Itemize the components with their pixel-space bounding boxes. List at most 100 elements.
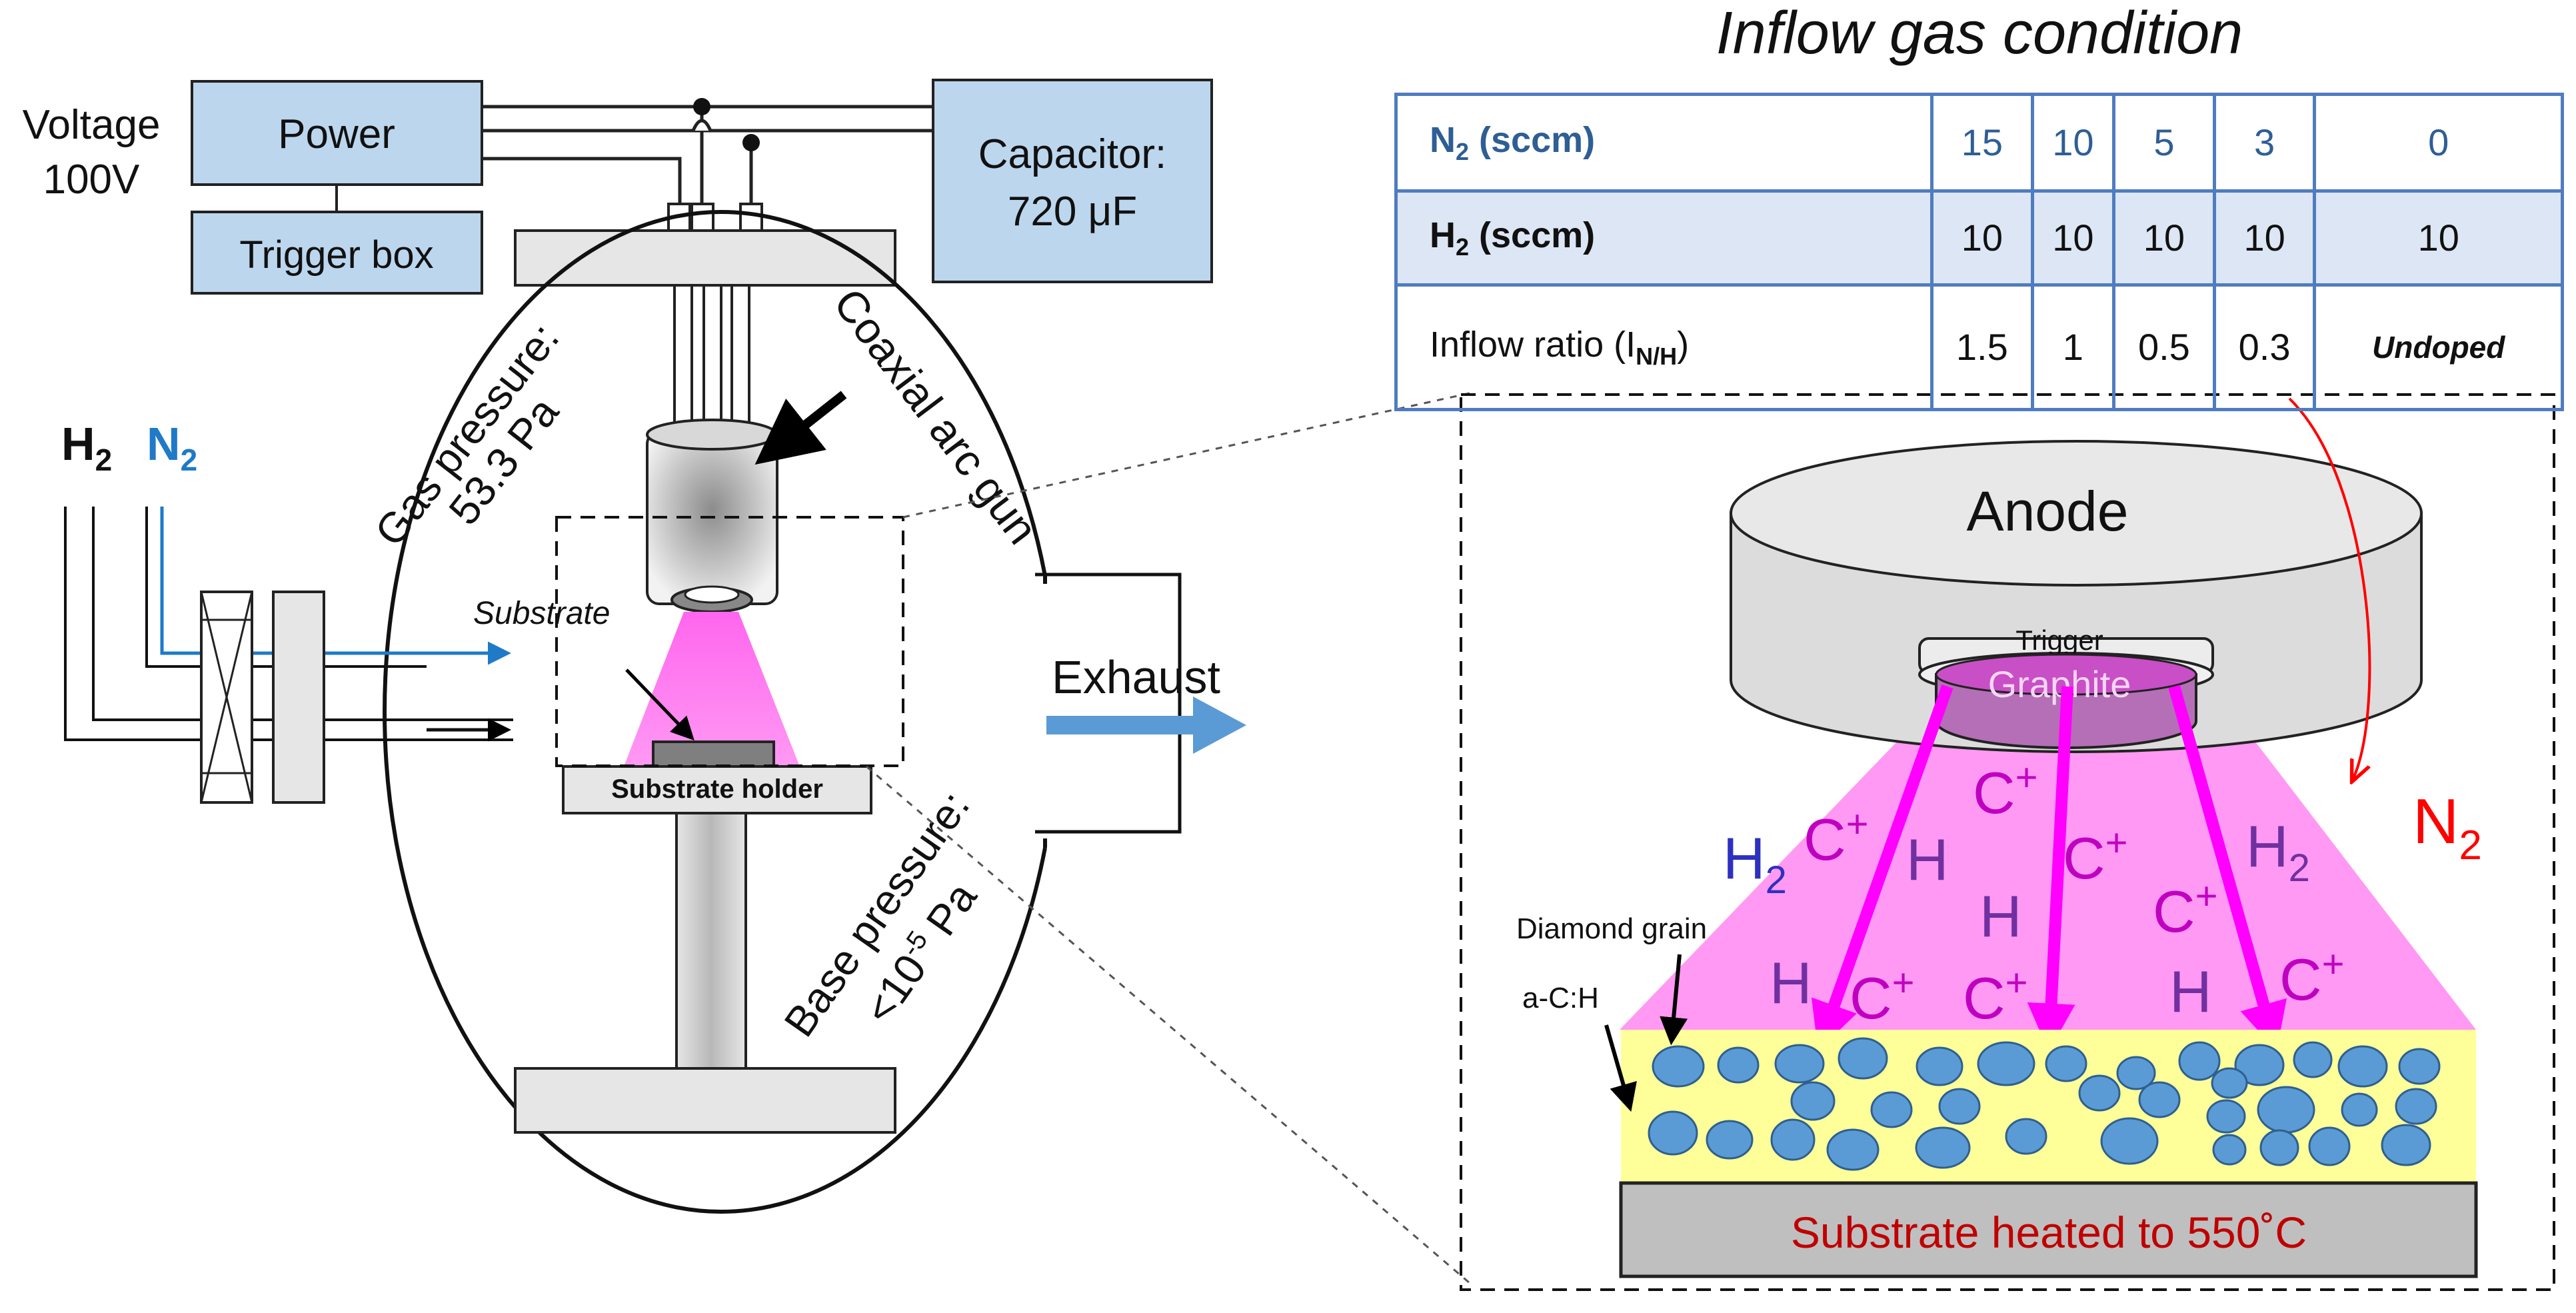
diamond-grain (2178, 1041, 2221, 1081)
substrate-heated-label: Substrate heated to 550˚C (1791, 1208, 2307, 1257)
row-header-h2: H2 (sccm) (1394, 189, 1933, 287)
table-cell: 10 (2030, 189, 2116, 287)
table-cell: 1 (2030, 283, 2116, 412)
capacitor-box (932, 79, 1213, 283)
species-h2-left: H2 (1723, 825, 1787, 902)
diamond-grain (2100, 1117, 2159, 1165)
substrate-holder-label: Substrate holder (611, 774, 823, 804)
diamond-grain (2398, 1048, 2441, 1085)
diamond-grain (2206, 1099, 2246, 1134)
diamond-grain-label: Diamond grain (1516, 912, 1707, 945)
bottom-flange (514, 1067, 896, 1134)
row-header-n2: N2 (sccm) (1394, 93, 1933, 193)
voltage-label: Voltage (23, 102, 161, 148)
row-header-inflow-ratio: Inflow ratio (IN/H) (1394, 283, 1933, 412)
capacitor-value: 720 μF (1008, 189, 1137, 235)
vacuum-chamber: Gas pressure: 53.3 Pa Coaxial arc gun Su… (365, 210, 1182, 1214)
exhaust-arrow (1193, 696, 1246, 754)
diamond-grain (1916, 1046, 1963, 1086)
table-cell: 15 (1930, 93, 2034, 193)
species-c-plus-1: C+ (1804, 802, 1868, 872)
diamond-grain (2234, 1044, 2285, 1086)
diamond-grain (2293, 1041, 2333, 1078)
table-row: Inflow ratio (IN/H) 1.5 1 0.5 0.3 Undope… (1394, 283, 2564, 412)
trigger-box-label: Trigger box (239, 233, 433, 277)
trigger-box (191, 211, 483, 295)
exhaust-label: Exhaust (1052, 651, 1220, 703)
diamond-grain (1870, 1091, 1913, 1128)
species-c-plus-6: C+ (1963, 961, 2027, 1031)
diamond-grain (2116, 1056, 2156, 1090)
coaxial-arc-gun-label: Coaxial arc gun (824, 279, 1048, 553)
gas-n2-label: N2 (147, 418, 197, 477)
inflow-gas-table: N2 (sccm) 15 10 5 3 0 H2 (sccm) 10 10 10… (1394, 93, 2564, 412)
substrate-holder (562, 765, 872, 814)
species-c-plus-7: C+ (2279, 942, 2344, 1012)
diamond-grain (1938, 1088, 1981, 1125)
plasma-plume (624, 612, 800, 766)
gas-h2-label: H2 (61, 418, 112, 477)
n2-inflow-label: N2 (2413, 786, 2482, 868)
table-cell: 10 (2212, 189, 2317, 287)
table-cell: 10 (2313, 189, 2564, 287)
diamond-grain (2138, 1081, 2181, 1118)
diamond-grain (2211, 1067, 2248, 1099)
diamond-grain (1648, 1110, 1698, 1156)
anode-label: Anode (1967, 480, 2129, 543)
power-circuit: Voltage 100V Power Trigger box Capacitor… (23, 79, 1213, 295)
substrate (652, 740, 775, 768)
species-h2-right: H2 (2246, 813, 2310, 890)
detail-view: Anode Trigger Graphite H2 C+ H C+ C+ H H… (1460, 393, 2555, 1291)
exhaust: Exhaust (1046, 651, 1246, 754)
table-cell: 10 (1930, 189, 2034, 287)
trigger-label: Trigger (2015, 625, 2103, 656)
gas-inlet: H2 N2 (61, 418, 513, 804)
diamond-grain (2341, 1092, 2378, 1127)
species-h-1: H (1906, 826, 1949, 892)
diamond-grain (1774, 1044, 1825, 1084)
species-c-plus-2: C+ (1973, 756, 2037, 826)
power-box (191, 80, 483, 186)
plasma-species: H2 C+ H C+ C+ H H2 C+ H C+ C+ H C+ (1723, 756, 2344, 1031)
diamond-grain (1652, 1045, 1705, 1088)
table-row: H2 (sccm) 10 10 10 10 10 (1394, 189, 2564, 287)
diamond-grain (2045, 1045, 2087, 1082)
diamond-grain (2257, 1086, 2315, 1134)
diamond-grain (2395, 1088, 2437, 1125)
diamond-grains (1648, 1037, 2441, 1171)
gas-feedthrough (272, 591, 325, 804)
diamond-grain (1826, 1128, 1880, 1171)
diamond-grain (2259, 1129, 2299, 1166)
diamond-grain (2212, 1134, 2247, 1166)
table-row: N2 (sccm) 15 10 5 3 0 (1394, 93, 2564, 193)
diamond-grain (1838, 1037, 1888, 1080)
species-c-plus-3: C+ (2063, 821, 2127, 891)
species-h-3: H (1770, 950, 1812, 1016)
table-cell: 10 (2112, 189, 2216, 287)
diamond-grain (1790, 1081, 1836, 1121)
diamond-grain (1706, 1120, 1754, 1160)
diamond-grain (1770, 1118, 1816, 1161)
zoom-region (555, 516, 904, 767)
heated-substrate (1619, 1181, 2478, 1278)
voltage-value: 100V (43, 157, 140, 203)
species-c-plus-5: C+ (1850, 961, 1914, 1031)
table-cell: 1.5 (1930, 283, 2034, 412)
table-cell: 3 (2212, 93, 2317, 193)
diamond-grain (1717, 1046, 1760, 1084)
table-cell: 0 (2313, 93, 2564, 193)
diamond-grain (1915, 1126, 1971, 1169)
top-flange (514, 229, 896, 287)
diamond-grain (2005, 1118, 2047, 1155)
plasma-region (1620, 673, 2476, 1030)
species-h-2: H (1979, 883, 2022, 949)
diamond-grain (2308, 1126, 2351, 1166)
table-cell: 0.5 (2112, 283, 2216, 412)
diamond-grain (2078, 1074, 2121, 1112)
table-cell: 0.3 (2212, 283, 2317, 412)
diamond-grain (2381, 1124, 2431, 1166)
detail-frame (1460, 393, 2555, 1291)
species-c-plus-4: C+ (2153, 874, 2217, 944)
diamond-grain (2337, 1045, 2388, 1088)
substrate-label: Substrate (473, 596, 610, 631)
